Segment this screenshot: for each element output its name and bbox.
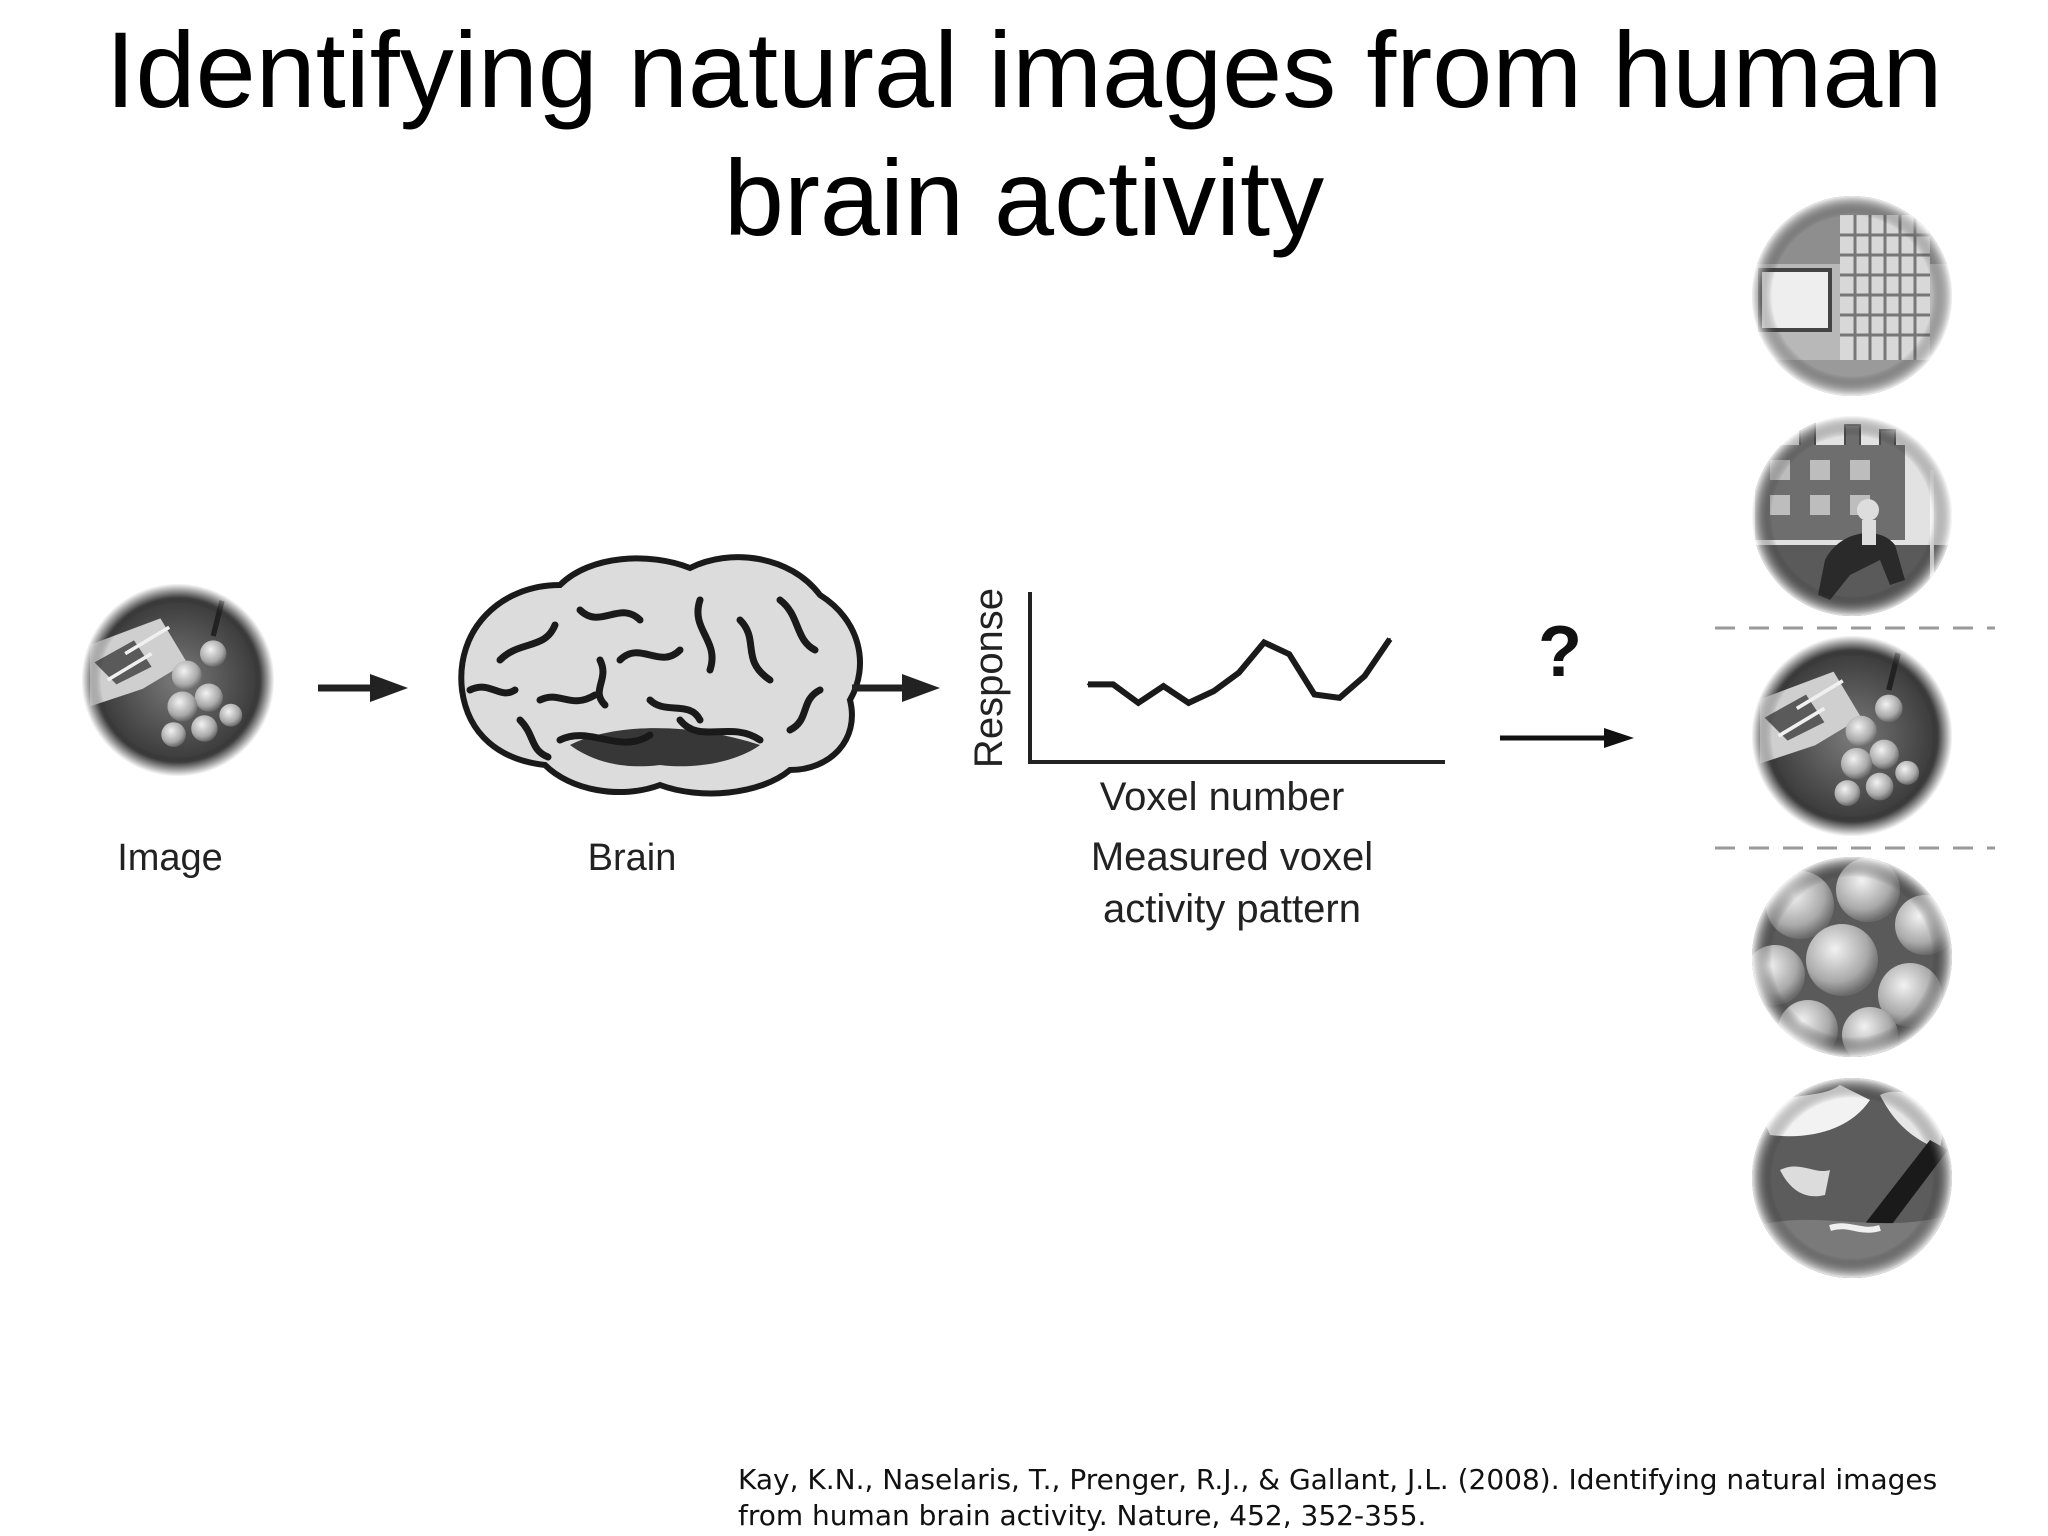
data-point-13	[1388, 638, 1391, 641]
candidate-image-castle	[1752, 416, 1952, 616]
data-point-11	[1338, 696, 1341, 699]
data-point-5	[1187, 701, 1190, 704]
question-mark: ?	[1538, 612, 1582, 692]
candidate-image-leaves	[1752, 1078, 1952, 1278]
plot-caption-line1: Measured voxel	[1091, 835, 1373, 879]
data-point-1	[1087, 683, 1089, 686]
candidate-image-oranges	[1752, 857, 1952, 1057]
slide-title: Identifying natural images from human br…	[105, 9, 1943, 258]
data-point-2	[1112, 683, 1115, 686]
data-point-3	[1137, 701, 1140, 704]
citation-line1: Kay, K.N., Naselaris, T., Prenger, R.J.,…	[738, 1463, 1938, 1496]
data-point-9	[1288, 653, 1291, 656]
citation-line2: from human brain activity. Nature, 452, …	[738, 1499, 1427, 1532]
arrow-icon	[318, 674, 408, 702]
data-point-10	[1313, 693, 1316, 696]
plot-caption-line2: activity pattern	[1103, 887, 1361, 931]
voxel-activity-plot	[1028, 592, 1445, 764]
brain-label: Brain	[588, 837, 677, 879]
candidate-image-room	[1752, 196, 1952, 396]
input-image	[82, 584, 274, 776]
arrow-icon	[1500, 728, 1634, 748]
citation: Kay, K.N., Naselaris, T., Prenger, R.J.,…	[738, 1462, 2038, 1534]
data-point-7	[1237, 671, 1240, 674]
data-point-4	[1162, 685, 1165, 688]
data-point-6	[1212, 690, 1215, 693]
data-point-12	[1363, 675, 1366, 677]
candidate-image-grapes	[1752, 636, 1952, 836]
data-point-8	[1263, 641, 1266, 644]
brain-icon	[458, 554, 863, 797]
arrow-icon	[852, 674, 940, 702]
image-label: Image	[117, 837, 223, 879]
x-axis-label: Voxel number	[1100, 775, 1345, 819]
series-line	[1088, 637, 1393, 707]
y-axis-label: Response	[967, 588, 1011, 768]
